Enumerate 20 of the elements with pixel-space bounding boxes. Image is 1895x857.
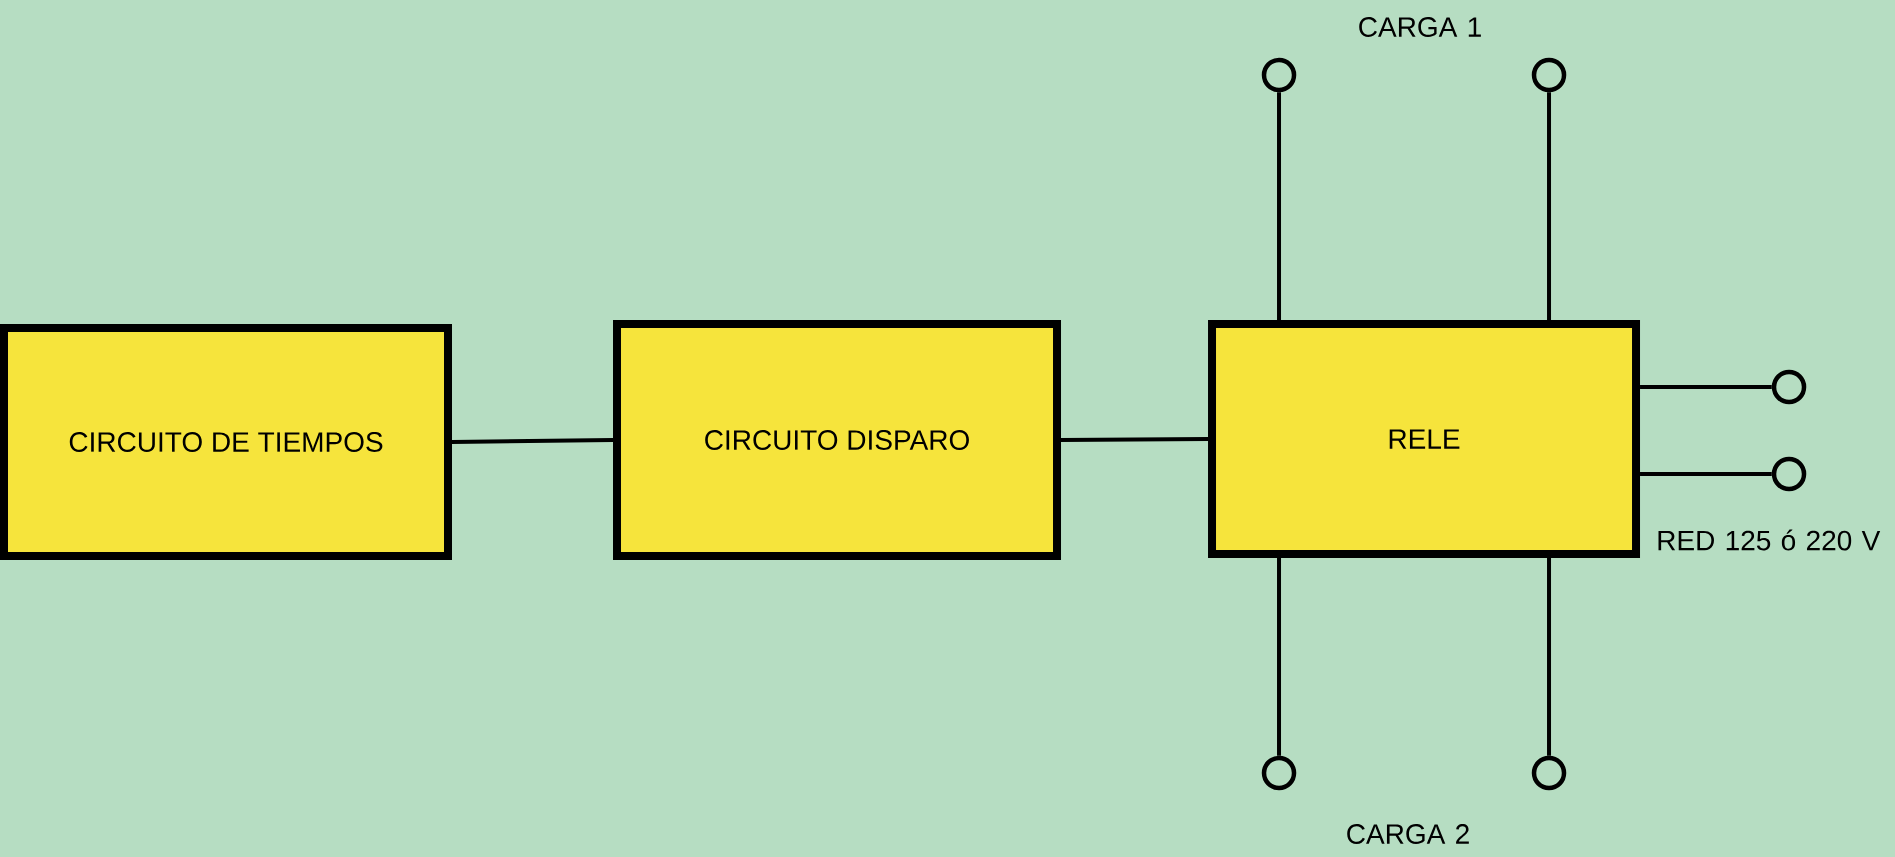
terminal-circle (1261, 57, 1297, 93)
terminal-circle (1771, 369, 1807, 405)
block-box: CIRCUITO DISPARO (613, 320, 1061, 560)
block-box: CIRCUITO DE TIEMPOS (0, 324, 452, 560)
terminal-circle (1261, 755, 1297, 791)
terminal-label: CARGA 1 (1359, 17, 1481, 37)
terminal-label: CARGA 2 (1347, 824, 1469, 844)
connection-line (1547, 92, 1551, 320)
terminal-circle (1531, 755, 1567, 791)
connection-line (1640, 472, 1772, 476)
terminal-circle (1531, 57, 1567, 93)
terminal-label: RED 125 ó 220 V (1658, 529, 1881, 551)
block-box: RELE (1208, 320, 1640, 558)
connection-line (1277, 92, 1281, 320)
connection-line (1547, 558, 1551, 756)
connection-line (1640, 385, 1772, 389)
terminal-circle (1771, 456, 1807, 492)
connection-line (452, 438, 614, 444)
connection-line (1277, 558, 1281, 756)
connection-line (1061, 437, 1209, 442)
